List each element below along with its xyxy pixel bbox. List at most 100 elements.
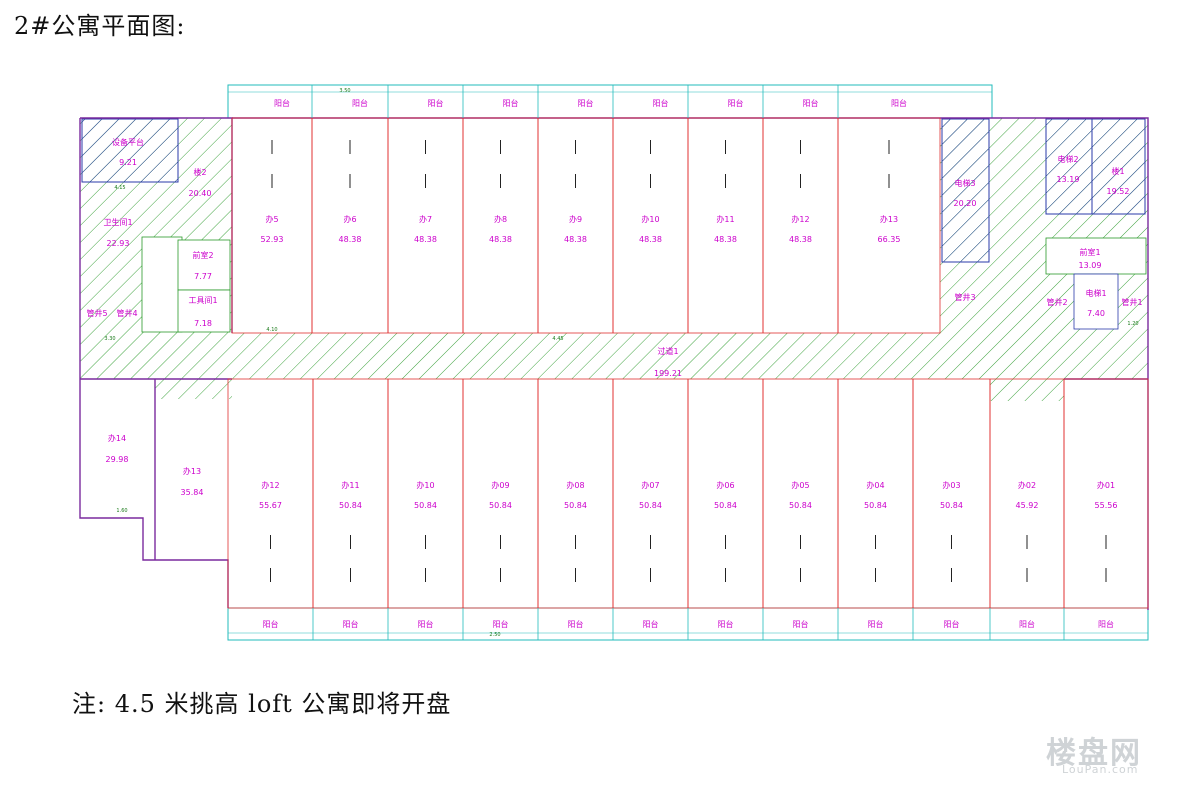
service-room-area: 20.20: [954, 199, 977, 208]
room-name: 办10: [416, 480, 434, 490]
service-room-area: 9.21: [119, 158, 137, 167]
room-area: 48.38: [789, 235, 812, 244]
balcony-label: 阳台: [1098, 619, 1114, 629]
service-room-name: 电梯1: [1085, 288, 1106, 298]
service-room-name: 电梯2: [1057, 154, 1078, 164]
service-room-area: 7.77: [194, 272, 212, 281]
service-room-area: 13.19: [1057, 175, 1080, 184]
balcony-label: 阳台: [493, 619, 509, 629]
service-room-labels: 设备平台 9.21 楼2 20.40 卫生间1 22.93 前室2 7.77 工…: [86, 137, 1142, 497]
room-area: 66.35: [878, 235, 901, 244]
room-name: 办13: [880, 214, 898, 224]
balcony-label: 阳台: [868, 619, 884, 629]
room-area: 45.92: [1016, 501, 1039, 510]
service-room-area: 7.18: [194, 319, 212, 328]
room-area: 55.67: [259, 501, 282, 510]
room-area: 48.38: [339, 235, 362, 244]
top-room-labels: 办552.93办648.38办748.38办848.38办948.38办1048…: [261, 140, 901, 244]
room-name: 办04: [866, 480, 884, 490]
service-room-name: 卫生间1: [103, 217, 132, 227]
room-name: 办11: [341, 480, 359, 490]
balcony-label: 阳台: [418, 619, 434, 629]
note-text: 注: 4.5 米挑高 loft 公寓即将开盘: [72, 690, 452, 718]
room-name: 办02: [1018, 480, 1036, 490]
room-name: 办6: [343, 214, 356, 224]
service-room-area: 7.40: [1087, 309, 1105, 318]
balcony-label: 阳台: [653, 98, 669, 108]
service-room-name: 管井3: [954, 292, 975, 302]
service-room-area: 20.40: [189, 189, 212, 198]
corridor-name: 过道1: [657, 346, 678, 356]
balcony-label: 阳台: [274, 98, 290, 108]
dimension-label: 1.60: [116, 508, 127, 514]
room-name: 办05: [791, 480, 809, 490]
room-name: 办12: [261, 480, 279, 490]
service-room-name: 管井4: [116, 308, 137, 318]
room-area: 50.84: [639, 501, 662, 510]
balcony-label: 阳台: [428, 98, 444, 108]
service-room-area: 29.98: [106, 455, 129, 464]
balcony-label: 阳台: [343, 619, 359, 629]
balcony-label: 阳台: [718, 619, 734, 629]
balcony-label: 阳台: [578, 98, 594, 108]
room-area: 50.84: [489, 501, 512, 510]
bottom-partitions: [312, 379, 1065, 640]
room-name: 办03: [942, 480, 960, 490]
room-area: 48.38: [714, 235, 737, 244]
balcony-label: 阳台: [728, 98, 744, 108]
dimension-label: 1.20: [1127, 321, 1138, 327]
service-room-area: 13.09: [1079, 261, 1102, 270]
room-area: 50.84: [339, 501, 362, 510]
room-area: 55.56: [1095, 501, 1118, 510]
dimension-labels: 4.10 3.50 2.50 4.45 4.15 1.60 3.30 1.20: [104, 88, 1138, 638]
room-name: 办08: [566, 480, 584, 490]
page-title: 2#公寓平面图:: [14, 12, 186, 40]
dimension-label: 4.45: [552, 336, 563, 342]
dimension-label: 4.10: [266, 327, 277, 333]
service-room-name: 管井5: [86, 308, 107, 318]
balcony-label: 阳台: [352, 98, 368, 108]
service-room-name: 办14: [108, 433, 126, 443]
service-room-name: 工具间1: [188, 296, 217, 305]
room-area: 48.38: [639, 235, 662, 244]
balcony-label: 阳台: [568, 619, 584, 629]
balcony-label: 阳台: [1019, 619, 1035, 629]
service-room-name: 电梯3: [954, 178, 975, 188]
room-name: 办09: [491, 480, 509, 490]
balcony-label: 阳台: [944, 619, 960, 629]
room-name: 办10: [641, 214, 659, 224]
balcony-label: 阳台: [803, 98, 819, 108]
service-room-area: 35.84: [181, 488, 204, 497]
service-room-name: 设备平台: [112, 137, 144, 147]
balcony-labels: 阳台阳台阳台阳台阳台阳台阳台阳台阳台阳台阳台阳台阳台阳台阳台阳台阳台阳台阳台阳台…: [263, 98, 1115, 629]
room-area: 50.84: [940, 501, 963, 510]
hatched-zones: [80, 118, 1148, 401]
room-area: 50.84: [714, 501, 737, 510]
room-name: 办7: [419, 214, 432, 224]
room-name: 办5: [265, 214, 278, 224]
corridor-label: 过道1 199.21: [654, 346, 682, 378]
room-area: 50.84: [564, 501, 587, 510]
room-area: 48.38: [564, 235, 587, 244]
room-area: 52.93: [261, 235, 284, 244]
room-area: 48.38: [414, 235, 437, 244]
balcony-label: 阳台: [793, 619, 809, 629]
service-room-name: 办13: [183, 466, 201, 476]
service-room-name: 前室1: [1079, 247, 1100, 257]
corridor-area: 199.21: [654, 369, 682, 378]
room-area: 50.84: [864, 501, 887, 510]
room-area: 50.84: [789, 501, 812, 510]
room-name: 办12: [791, 214, 809, 224]
balcony-label: 阳台: [643, 619, 659, 629]
dimension-label: 3.50: [339, 88, 350, 94]
room-name: 办07: [641, 480, 659, 490]
top-partitions: [311, 85, 839, 333]
service-room-name: 管井2: [1046, 297, 1067, 307]
room-area: 48.38: [489, 235, 512, 244]
top-rooms-frame: [231, 117, 941, 334]
room-name: 办06: [716, 480, 734, 490]
balcony-label: 阳台: [263, 619, 279, 629]
dimension-label: 2.50: [489, 632, 500, 638]
service-room-name: 管井1: [1121, 297, 1142, 307]
service-room-area: 19.52: [1107, 187, 1130, 196]
